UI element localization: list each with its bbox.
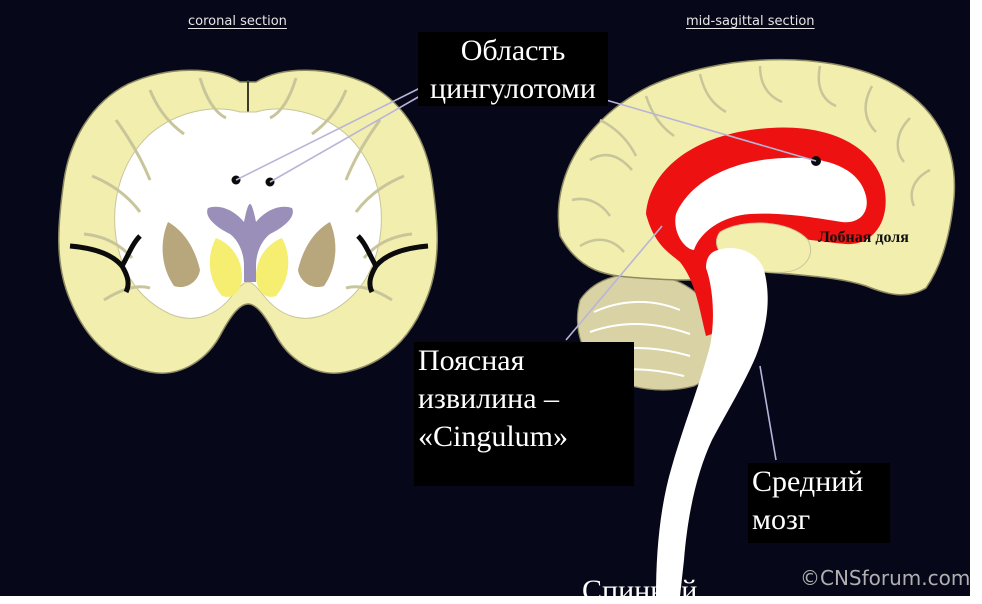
- label-midbrain-line1: Средний: [752, 463, 886, 501]
- coronal-section-header: coronal section: [188, 14, 287, 29]
- label-cingulotomy-area: Область цингулотоми: [418, 32, 608, 106]
- label-midbrain-line2: мозг: [752, 501, 886, 539]
- label-cingulate-line1: Поясная: [418, 342, 630, 380]
- label-spinal-cord: Спинной: [582, 574, 697, 604]
- label-frontal-lobe: Лобная доля: [818, 229, 909, 247]
- label-midbrain: Средний мозг: [748, 463, 890, 543]
- label-cingulotomy-line2: цингулотоми: [418, 70, 608, 108]
- label-cingulate-line3: «Cingulum»: [418, 418, 630, 456]
- label-cingulotomy-line1: Область: [418, 32, 608, 70]
- copyright-text: ©CNSforum.com: [800, 566, 970, 590]
- sagittal-section-header: mid-sagittal section: [686, 14, 815, 29]
- label-cingulate-gyrus: Поясная извилина – «Cingulum»: [414, 342, 634, 486]
- label-cingulate-line2: извилина –: [418, 380, 630, 418]
